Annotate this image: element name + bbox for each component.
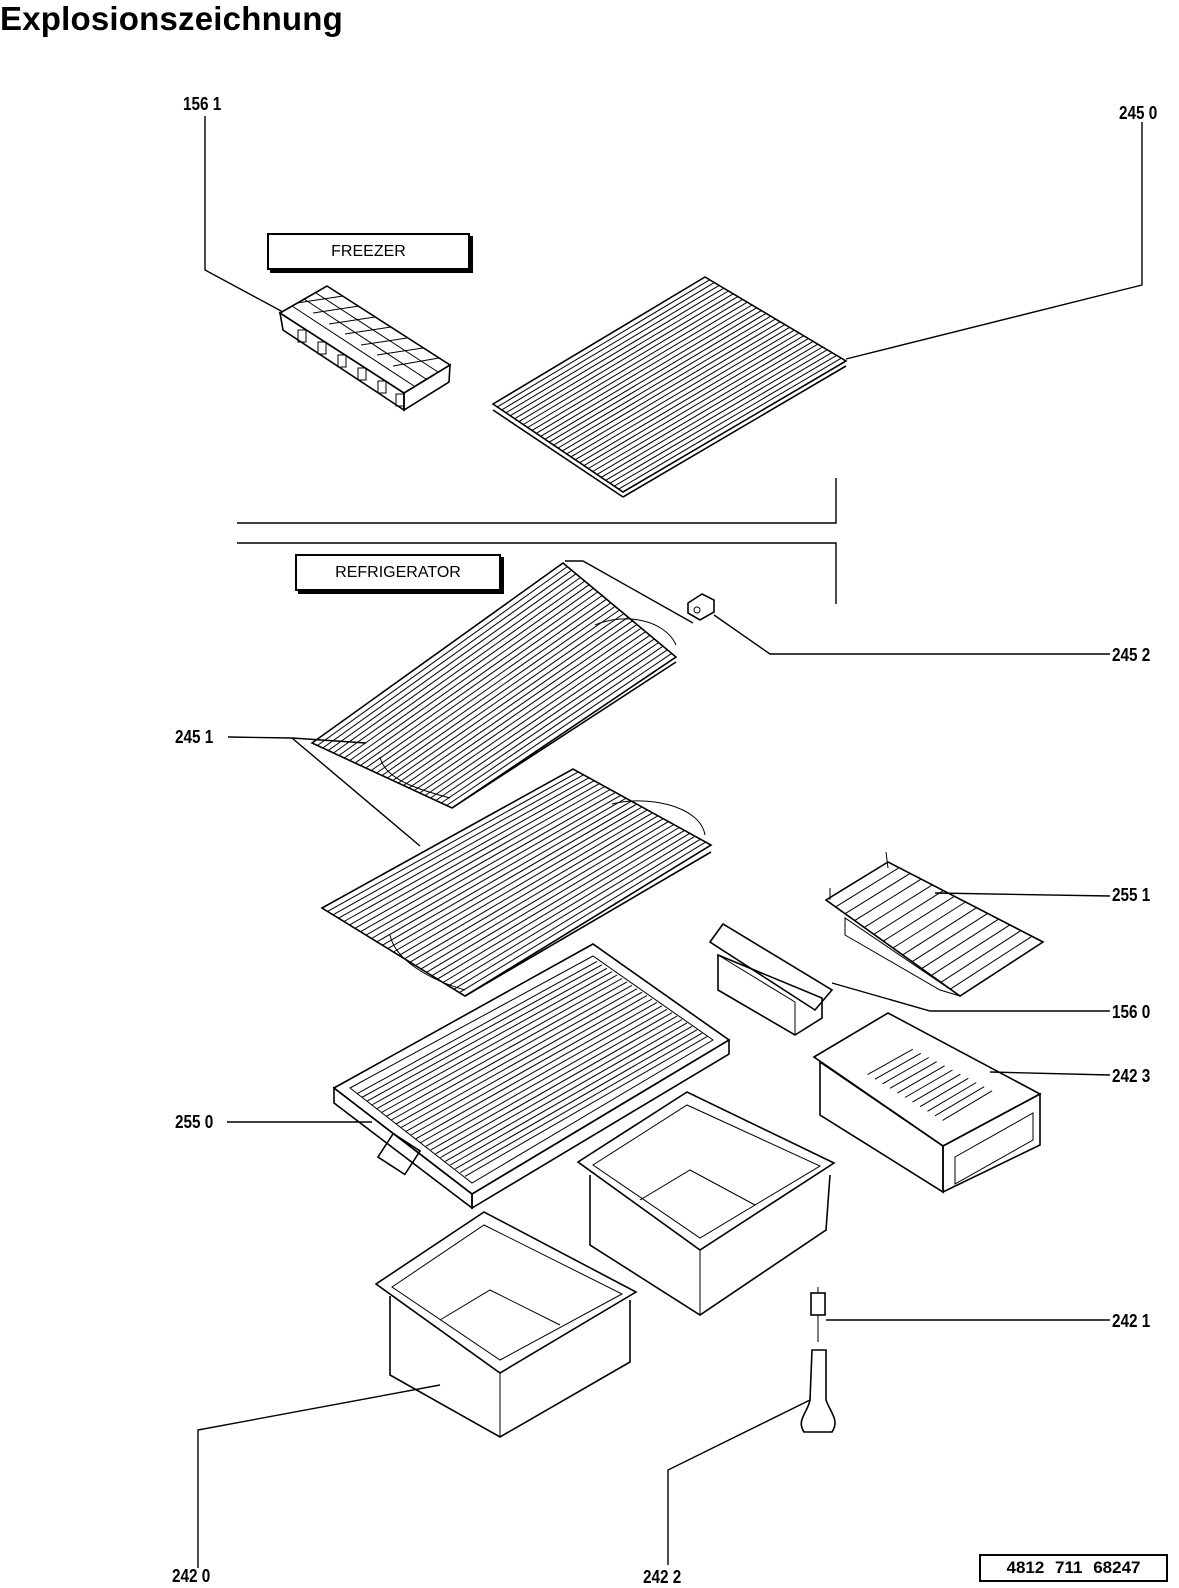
meat-drawer-part: [812, 1012, 1042, 1194]
callout-label-2420: 242 0: [172, 1566, 211, 1586]
fridge-shelf-upper-part: [310, 561, 678, 809]
small-shelf-part: [824, 851, 1045, 997]
callout-label-2551: 255 1: [1112, 885, 1151, 905]
callout-label-1560: 156 0: [1112, 1002, 1151, 1022]
page-title: Explosionszeichnung: [0, 0, 344, 37]
refrigerator-section-label: REFRIGERATOR: [295, 554, 501, 591]
leveling-leg-part: [800, 1287, 836, 1433]
callout-label-2421: 242 1: [1112, 1311, 1151, 1331]
crisper-bin-left-part: [374, 1211, 638, 1438]
callout-label-2422: 242 2: [643, 1567, 682, 1587]
callout-label-1561: 156 1: [183, 94, 222, 114]
callout-label-2452: 245 2: [1112, 645, 1151, 665]
ice-tray-part: [278, 285, 452, 412]
shelf-bracket-part: [687, 593, 715, 621]
crisper-bin-right-part: [576, 1091, 836, 1316]
callout-label-2451: 245 1: [175, 727, 214, 747]
callout-leaders: [197, 116, 1143, 1568]
callout-label-2550: 255 0: [175, 1112, 214, 1132]
freezer-shelf-part: [491, 276, 848, 498]
callout-label-2423: 242 3: [1112, 1066, 1151, 1086]
section-separator: [237, 478, 837, 604]
fridge-shelf-lower-part: [320, 768, 713, 997]
freezer-section-label: FREEZER: [267, 233, 470, 270]
callout-label-2450: 245 0: [1119, 103, 1158, 123]
crisper-cover-part: [332, 943, 731, 1210]
document-number: 4812 711 68247: [979, 1554, 1168, 1582]
dairy-bin-part: [708, 922, 834, 1036]
